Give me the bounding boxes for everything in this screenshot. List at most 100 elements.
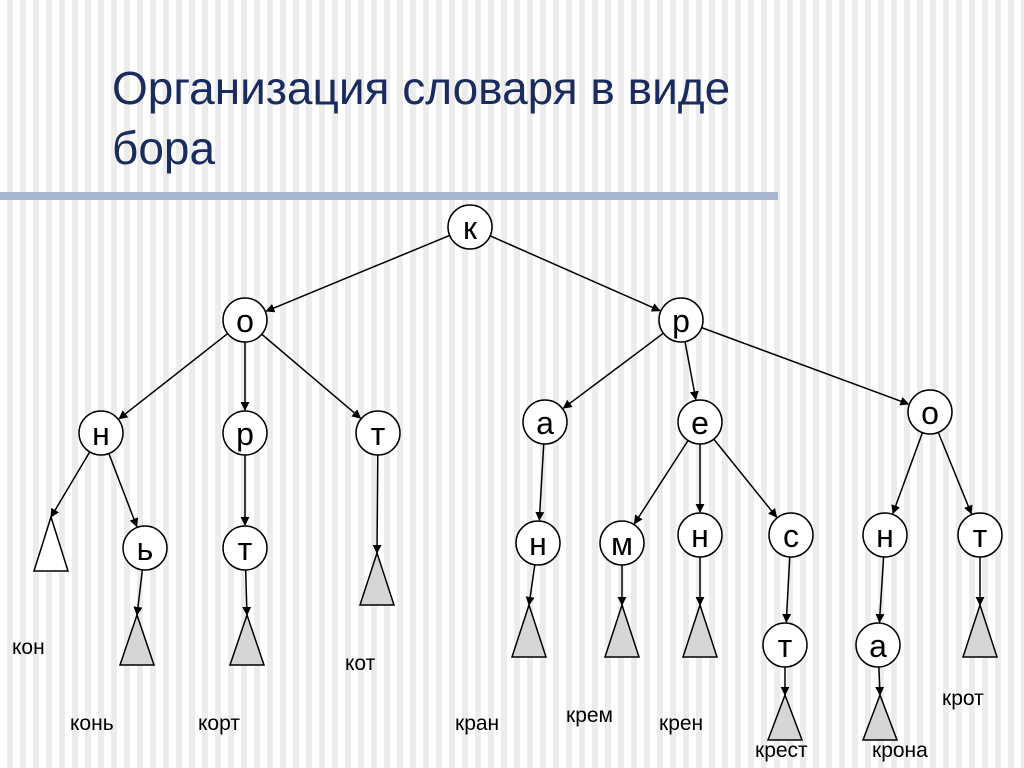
trie-node-n2: н [515,520,561,566]
word-end-triangle [510,602,548,658]
edge-n4-a2 [875,556,885,623]
trie-node-a2: а [855,622,901,668]
node-letter: о [236,303,254,339]
edge-e1-m1 [633,440,689,525]
node-letter: р [236,416,254,452]
edge-r1-e1 [684,341,699,401]
node-circle [658,297,704,343]
trie-node-a1: а [522,399,568,445]
word-end-triangle [861,692,899,741]
title-line-1: Организация словаря в виде [112,62,731,114]
edge-soft-end [133,569,144,616]
node-circle [768,512,814,558]
edge-n1-end [50,451,91,518]
node-circle [957,512,1003,558]
word-end-triangle [766,692,804,741]
trie-node-r1: р [658,297,704,343]
word-label: крона [872,739,928,762]
node-letter: о [921,395,939,431]
trie-node-r2: р [222,410,268,456]
trie-node-o1: о [222,297,268,343]
edge-t1-end [372,454,382,554]
trie-node-e1: е [677,399,723,445]
trie-node-n4: н [862,512,908,558]
slide-title: Организация словаря в виде бора [112,58,932,178]
edges [50,234,985,696]
edge-n1-soft [108,453,139,528]
edge-s1-t4 [782,556,792,623]
node-letter: н [876,518,894,554]
node-letter: р [672,303,690,339]
node-circle [515,520,561,566]
trie-node-t4: т [762,622,808,668]
word-end-triangle [358,550,396,606]
node-circle [78,410,124,456]
node-circle [762,622,808,668]
word-end-triangle [228,612,266,666]
word-label: крот [942,687,984,710]
word-label: корт [198,712,240,735]
node-circle [599,520,645,566]
node-letter: т [778,628,793,664]
trie-node-m1: м [599,520,645,566]
trie-node-k: к [447,204,493,250]
node-circle [522,399,568,445]
node-letter: ь [137,531,154,567]
edge-n2-end [525,564,536,606]
word-labels: кон конь корт кот кран крем крен крест крона крот [12,636,984,762]
node-circle [677,512,723,558]
word-end-triangle [603,602,641,658]
node-letter: а [869,628,887,664]
trie-node-o2: о [907,389,953,435]
node-circle [222,525,268,571]
edge-r1-a1 [562,332,664,409]
word-end-triangle [32,514,70,572]
node-letter: н [92,416,110,452]
node-circle [677,399,723,445]
edge-o2-n4 [891,432,924,515]
edge-r1-o2 [701,326,910,406]
word-label: крен [659,712,703,735]
word-label: кон [12,636,45,659]
node-letter: а [536,405,554,441]
title-line-2: бора [112,122,216,174]
node-letter: е [691,405,709,441]
node-circle [907,389,953,435]
word-label: кран [455,712,499,735]
word-end-triangle [118,612,156,666]
edge-e1-s1 [713,438,778,518]
title-underline [0,192,778,200]
node-circle [855,622,901,668]
trie-node-n3: н [677,512,723,558]
node-letter: с [783,518,799,554]
edge-o2-t3 [937,432,973,515]
edge-k-o1 [265,234,450,313]
edge-o1-t1 [261,333,362,419]
word-end-triangle [961,602,999,658]
node-letter: н [691,518,709,554]
word-label: кот [345,652,376,675]
edge-a1-n2 [535,443,545,521]
nodes: к о р н р т ь т а е о н м н с н т т а [78,204,1003,668]
node-circle [862,512,908,558]
trie-node-n1: н [78,410,124,456]
node-letter: м [611,526,633,562]
node-circle [222,410,268,456]
word-label: конь [70,712,114,735]
trie-node-soft: ь [122,525,168,571]
trie-node-t2: т [222,525,268,571]
node-letter: т [371,416,386,452]
node-circle [355,410,401,456]
trie-node-t3: т [957,512,1003,558]
word-label: крем [566,704,613,727]
word-label: крест [755,739,808,762]
word-end-markers [32,514,999,741]
edge-a2-end [875,666,885,696]
node-letter: н [529,526,547,562]
node-circle [222,297,268,343]
node-letter: т [238,531,253,567]
word-end-triangle [681,602,719,658]
edge-t2-end [242,569,252,616]
trie-node-t1: т [355,410,401,456]
